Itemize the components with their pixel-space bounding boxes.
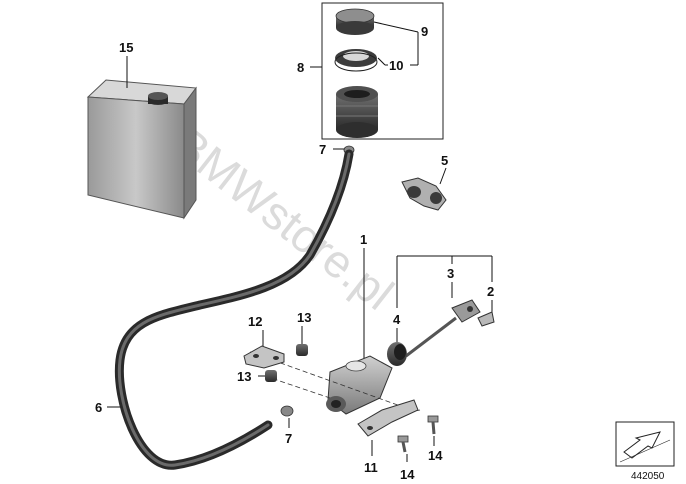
part-10-diaphragm	[334, 49, 378, 72]
part-11-holder	[357, 399, 419, 437]
part-3-push-rod	[405, 299, 481, 358]
part-9-reservoir-cap	[335, 8, 375, 35]
callout-13-left: 13	[237, 369, 251, 384]
watermark-text: BMWstore.pl	[164, 117, 403, 320]
part-13-rubber-mount-top	[296, 344, 308, 356]
part-7-hose-clamp-bottom	[280, 405, 294, 417]
callout-14-center: 14	[400, 467, 415, 482]
callout-4: 4	[393, 312, 401, 327]
callout-10: 10	[389, 58, 403, 73]
part-13-rubber-mount-left	[265, 370, 277, 382]
part-14-bolt-center	[397, 435, 409, 453]
callout-9: 9	[421, 24, 428, 39]
reservoir-group-frame	[321, 2, 444, 140]
part-5-bracket	[401, 177, 447, 211]
callout-7-top: 7	[319, 142, 326, 157]
part-12-bracket	[243, 345, 285, 369]
callout-11: 11	[364, 460, 378, 475]
part-14-bolt-right	[427, 415, 439, 435]
callout-14-right: 14	[428, 448, 443, 463]
part-1-master-cylinder	[326, 355, 393, 415]
callout-2: 2	[487, 284, 494, 299]
part-2-clip	[477, 311, 495, 327]
callout-13-top: 13	[297, 310, 311, 325]
figure-number: 442050	[631, 471, 665, 482]
part-15-fluid-container	[86, 79, 197, 220]
arrow-direction-icon	[615, 421, 675, 467]
callout-5: 5	[441, 153, 448, 168]
callout-15: 15	[119, 40, 133, 55]
callout-1: 1	[360, 232, 367, 247]
callout-6: 6	[95, 400, 102, 415]
callout-3: 3	[447, 266, 454, 281]
callout-8: 8	[297, 60, 304, 75]
reservoir-body	[336, 86, 378, 138]
part-4-boot	[387, 342, 407, 366]
callout-7-bottom: 7	[285, 431, 292, 446]
callout-12: 12	[248, 314, 262, 329]
